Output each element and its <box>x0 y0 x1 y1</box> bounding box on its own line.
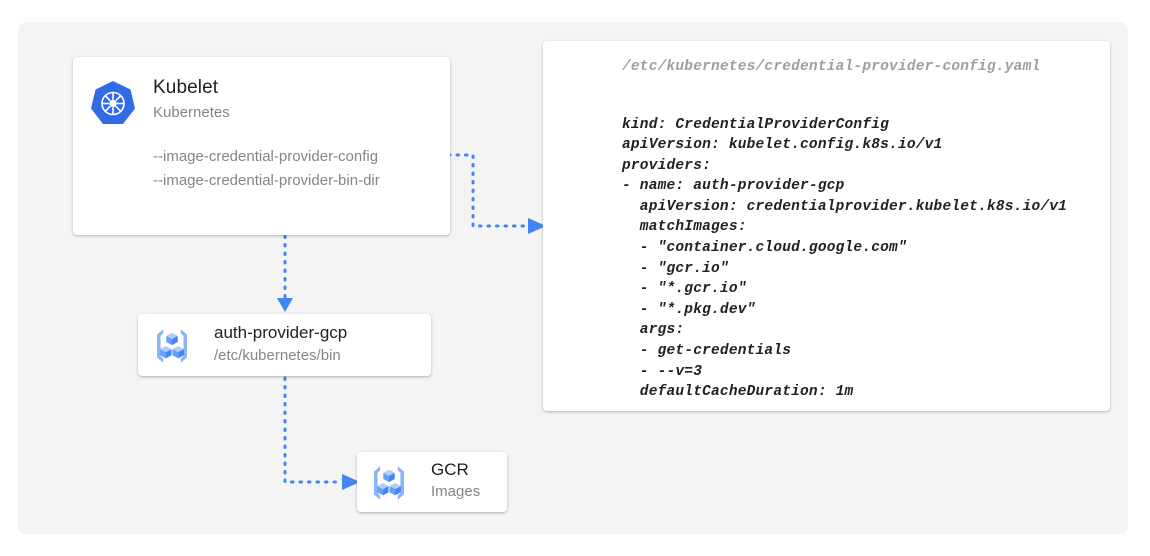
auth-provider-subtitle: /etc/kubernetes/bin <box>214 347 341 364</box>
auth-provider-title: auth-provider-gcp <box>214 323 348 342</box>
kubelet-subtitle: Kubernetes <box>153 104 230 121</box>
kubelet-node[interactable]: Kubelet Kubernetes --image-credential-pr… <box>73 57 450 235</box>
container-registry-icon <box>374 466 404 500</box>
gcr-subtitle: Images <box>431 483 481 500</box>
container-registry-icon <box>157 329 187 363</box>
kubernetes-logo-icon <box>91 81 135 124</box>
config-yaml-content: kind: CredentialProviderConfig apiVersio… <box>622 116 1068 401</box>
gcr-node[interactable]: GCR Images <box>357 452 507 512</box>
gcr-title: GCR <box>431 460 469 479</box>
kubelet-flag-bin-dir: --image-credential-provider-bin-dir <box>153 172 380 189</box>
kubelet-title: Kubelet <box>153 77 219 98</box>
config-file-path: /etc/kubernetes/credential-provider-conf… <box>622 59 1041 75</box>
kubelet-flag-config: --image-credential-provider-config <box>153 148 379 165</box>
credential-provider-config-card[interactable]: /etc/kubernetes/credential-provider-conf… <box>543 41 1110 411</box>
auth-provider-gcp-node[interactable]: auth-provider-gcp /etc/kubernetes/bin <box>138 314 431 376</box>
